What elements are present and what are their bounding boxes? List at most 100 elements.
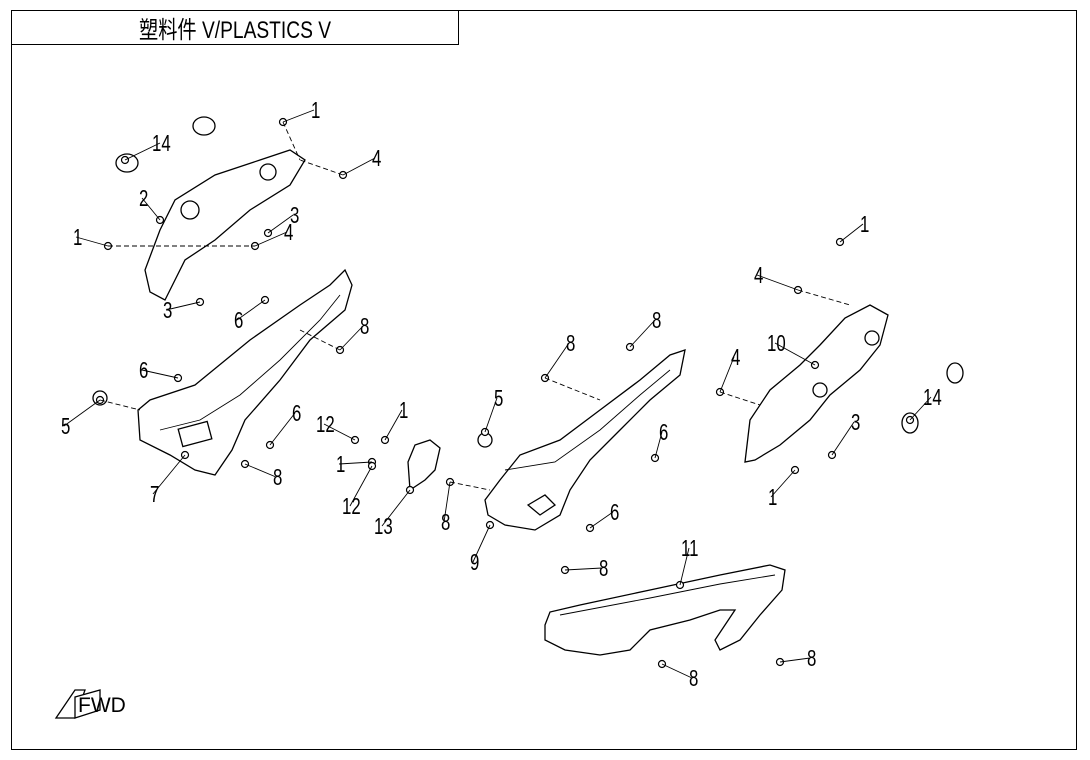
callout-14: 14: [152, 132, 171, 157]
callout-3: 3: [851, 411, 860, 436]
leader-line: [839, 223, 864, 243]
leader-line: [269, 412, 296, 446]
leader-line: [254, 231, 288, 247]
part-10-hole: [864, 330, 880, 346]
callout-4: 4: [754, 264, 763, 289]
leader-line: [381, 489, 411, 527]
part-2-upper-cover: [144, 149, 306, 301]
callout-1: 1: [399, 399, 408, 424]
drawing-frame: [11, 10, 1077, 750]
part-7-panel: [177, 420, 213, 448]
callout-3: 3: [290, 204, 299, 229]
part-2-hole: [259, 163, 277, 181]
leader-line: [342, 157, 376, 176]
callout-9: 9: [470, 551, 479, 576]
part-7-left-side-cover: [137, 268, 353, 476]
callout-1: 1: [860, 213, 869, 238]
callout-8: 8: [360, 315, 369, 340]
callout-8: 8: [652, 309, 661, 334]
leader-line: [63, 399, 101, 427]
leader-line: [831, 421, 855, 456]
leader-line: [443, 481, 451, 523]
part-9-right-side-cover: [484, 349, 686, 531]
part-9-vent: [526, 494, 557, 516]
callout-5: 5: [494, 387, 503, 412]
assembly-line: [99, 399, 141, 411]
leader-line: [349, 465, 373, 507]
leader-line: [339, 325, 364, 351]
callout-11: 11: [681, 537, 698, 562]
leader-line: [141, 197, 161, 221]
callout-8: 8: [807, 647, 816, 672]
part-7-detail: [159, 294, 341, 431]
callout-8: 8: [689, 667, 698, 692]
callout-10: 10: [767, 332, 786, 357]
part-9-detail: [504, 369, 671, 471]
title-box: 塑料件 V/PLASTICS V: [11, 10, 459, 45]
callout-2: 2: [139, 187, 148, 212]
leader-line: [165, 301, 201, 311]
part-2-hole: [180, 200, 200, 220]
part-11-chain-guard: [544, 564, 786, 656]
callout-4: 4: [284, 221, 293, 246]
callout-8: 8: [273, 466, 282, 491]
callout-1: 1: [336, 453, 345, 478]
leader-line: [774, 342, 816, 366]
page-title: 塑料件 V/PLASTICS V: [138, 17, 332, 44]
leader-line: [384, 409, 403, 441]
assembly-line: [299, 159, 344, 176]
callout-4: 4: [731, 346, 740, 371]
callout-6: 6: [610, 501, 619, 526]
assembly-line: [544, 377, 601, 401]
callout-6: 6: [659, 421, 668, 446]
leader-line: [75, 236, 109, 247]
leader-line: [152, 454, 186, 495]
leader-line: [124, 142, 161, 161]
callout-6: 6: [292, 402, 301, 427]
callout-1: 1: [768, 486, 777, 511]
part-14-grommet: [192, 116, 216, 136]
fwd-label: FWD: [78, 694, 126, 717]
leader-line: [589, 511, 614, 529]
leader-line: [719, 356, 735, 393]
leader-line: [909, 396, 932, 421]
callout-5: 5: [61, 415, 70, 440]
leader-line: [564, 567, 603, 571]
leader-line: [679, 547, 690, 586]
leader-line: [756, 274, 799, 291]
callout-12: 12: [342, 495, 361, 520]
leader-line: [141, 369, 179, 379]
part-11-detail: [559, 574, 776, 616]
leader-line: [629, 319, 656, 348]
leader-line: [779, 657, 811, 663]
callout-13: 13: [374, 515, 393, 540]
leader-line: [661, 663, 693, 679]
leader-line: [472, 524, 491, 563]
leader-line: [770, 469, 796, 498]
leader-line: [484, 397, 498, 433]
callout-12: 12: [316, 413, 335, 438]
callout-6: 6: [139, 359, 148, 384]
assembly-line: [719, 391, 761, 406]
callout-3: 3: [163, 299, 172, 324]
part-13-bracket: [407, 439, 441, 492]
part-10-hole: [812, 382, 828, 398]
callout-1: 1: [311, 99, 320, 124]
leader-line: [654, 431, 663, 459]
leader-line: [244, 463, 277, 478]
fwd-arrow-icon: FWD: [54, 689, 126, 719]
callout-8: 8: [441, 511, 450, 536]
leader-line: [544, 342, 570, 379]
part-14-grommet: [946, 362, 964, 384]
callout-8: 8: [599, 557, 608, 582]
assembly-line: [282, 121, 301, 161]
leader-line: [236, 299, 266, 321]
leader-line: [267, 214, 294, 234]
callout-8: 8: [566, 332, 575, 357]
callout-7: 7: [150, 483, 159, 508]
callout-14: 14: [923, 386, 942, 411]
callout-4: 4: [372, 147, 381, 172]
assembly-line: [797, 289, 851, 306]
